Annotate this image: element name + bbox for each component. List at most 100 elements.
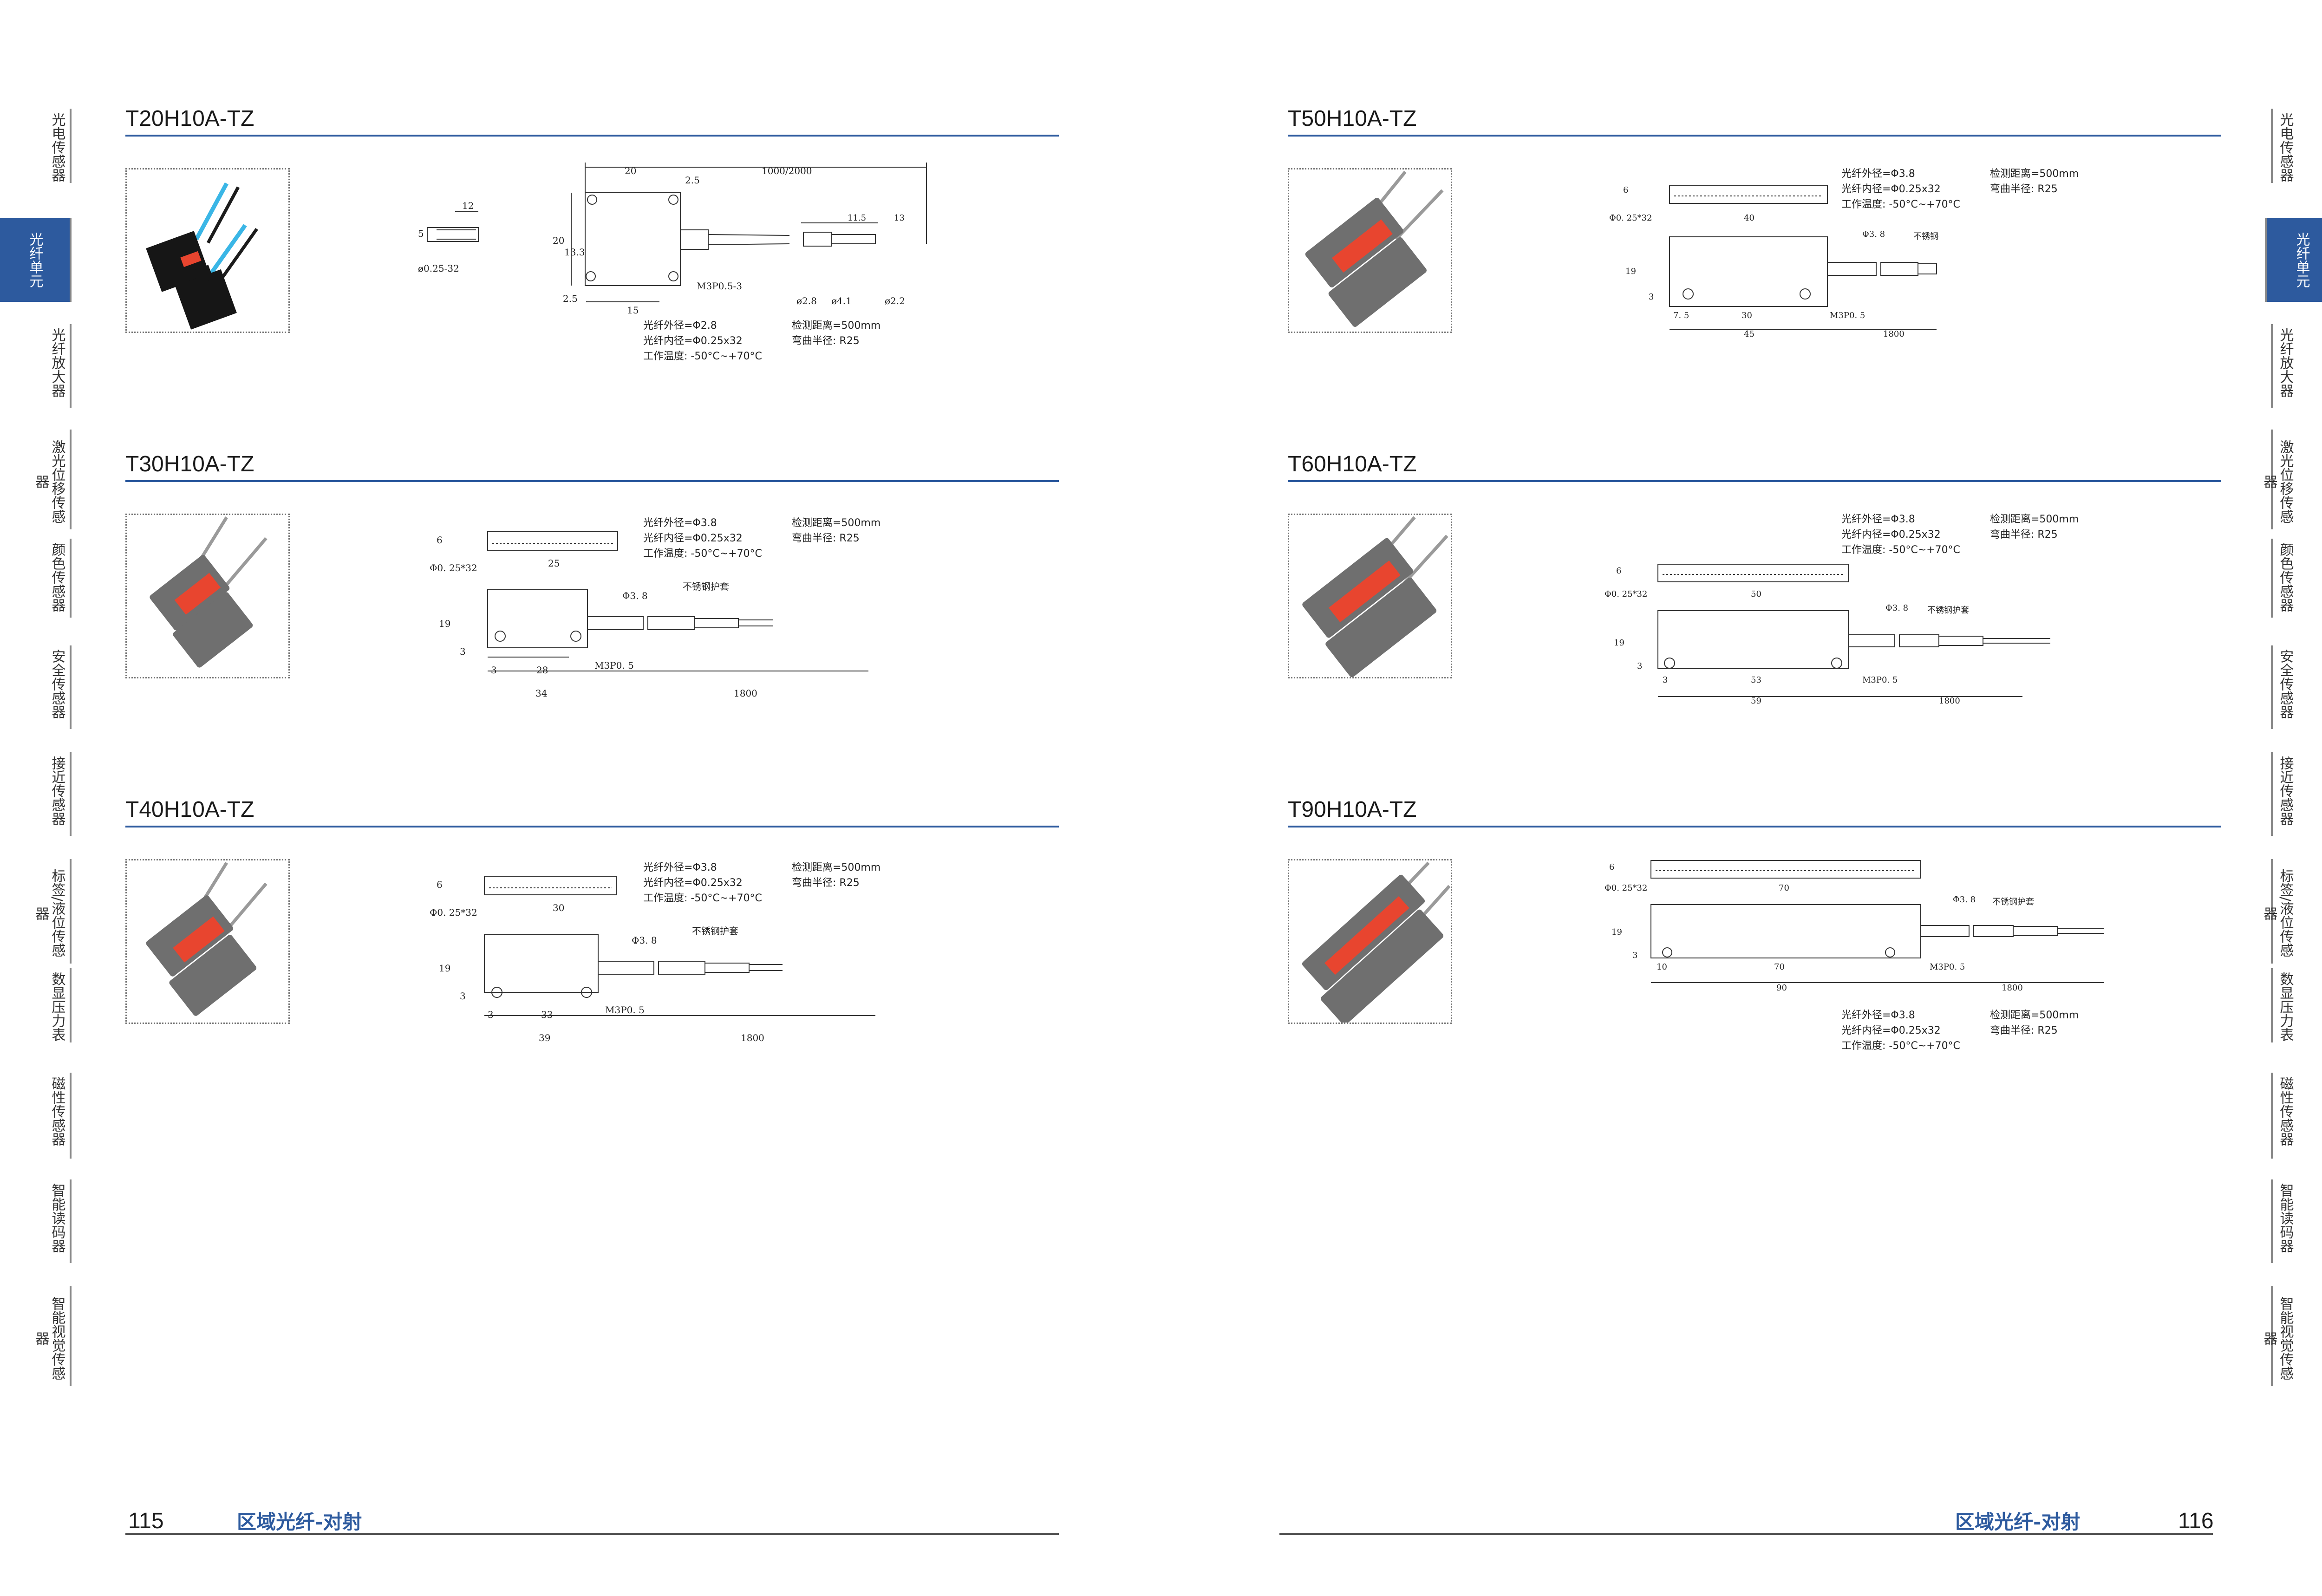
dim-15: 15 <box>627 305 639 316</box>
dim-p2-8: ø2.8 <box>796 295 817 306</box>
dim-sleeve: 不锈钢护套 <box>1927 606 1969 615</box>
sidebar-item-safety[interactable]: 安全传感器 <box>2271 645 2298 729</box>
dim-body: 34 <box>535 688 547 699</box>
product-title-t20: T20H10A-TZ <box>125 106 254 131</box>
sidebar-item-fiber-unit[interactable]: 光纤单元 <box>2265 218 2322 302</box>
dim-screw: M3P0. 5 <box>605 1004 645 1016</box>
dim-13-3: 13.3 <box>564 247 585 258</box>
dim-12: 12 <box>462 200 474 211</box>
product-photo-t30 <box>125 514 290 678</box>
sensor-photo-t40 <box>146 862 267 1016</box>
dim-body: 90 <box>1776 983 1787 993</box>
product-photo-t20 <box>125 168 290 333</box>
dim-h19: 19 <box>439 963 450 974</box>
dim-screw: M3P0. 5 <box>594 660 634 671</box>
sensor-photo-t20 <box>146 182 258 330</box>
dim-h20: 20 <box>553 235 564 246</box>
sidebar-item-laser[interactable]: 激光位移传感器 <box>2261 430 2298 529</box>
sidebar-item-barcode[interactable]: 智能读码器 <box>2271 1179 2298 1263</box>
sensor-photo-t30 <box>150 516 267 668</box>
dim-2-5b: 2.5 <box>563 293 578 304</box>
sidebar-item-laser[interactable]: 激光位移传感器 <box>33 430 72 529</box>
dim-d3: 7. 5 <box>1673 311 1689 320</box>
sidebar-item-safety[interactable]: 安全传感器 <box>45 645 72 729</box>
dim-h19: 19 <box>1625 267 1636 276</box>
product-photo-t90 <box>1288 859 1452 1025</box>
dim-screw: M3P0.5-3 <box>697 280 742 292</box>
product-title-t90: T90H10A-TZ <box>1288 797 1417 822</box>
dim-h6: 6 <box>1623 185 1628 195</box>
sidebar-item-color[interactable]: 颜色传感器 <box>45 539 72 618</box>
dim-h3: 3 <box>1632 951 1637 960</box>
dim-h19: 19 <box>1611 927 1622 937</box>
title-rule <box>125 480 1059 482</box>
dim-11-5: 11.5 <box>848 213 866 223</box>
dim-d3: 3 <box>1663 675 1668 685</box>
section-title-left: 区域光纤-对射 <box>237 1511 362 1533</box>
dim-cable: 1800 <box>734 688 757 699</box>
sidebar-item-vision[interactable]: 智能视觉传感器 <box>33 1286 72 1386</box>
sidebar-item-label-level[interactable]: 标签/液位传感器 <box>33 859 72 964</box>
sidebar-item-magnetic[interactable]: 磁性传感器 <box>2271 1073 2298 1159</box>
dim-h6: 6 <box>1616 566 1621 576</box>
product-photo-t60 <box>1288 514 1452 678</box>
sidebar-item-fiber-amplifier[interactable]: 光纤放大器 <box>2271 324 2298 408</box>
product-title-t60: T60H10A-TZ <box>1288 452 1417 476</box>
sidebar-item-vision[interactable]: 智能视觉传感器 <box>2261 1286 2298 1386</box>
sidebar-item-magnetic[interactable]: 磁性传感器 <box>45 1073 72 1159</box>
sidebar-item-pressure[interactable]: 数显压力表 <box>2271 968 2298 1042</box>
dim-len: 40 <box>1744 213 1755 223</box>
dim-dia: Φ3. 8 <box>1953 895 1976 905</box>
dim-h19: 19 <box>1614 638 1624 648</box>
product-photo-t50 <box>1288 168 1452 333</box>
dim-len: 70 <box>1779 883 1789 893</box>
sensor-photo-t50 <box>1305 170 1444 327</box>
page-number-right: 116 <box>2178 1509 2214 1533</box>
dim-h3: 3 <box>1649 292 1654 302</box>
dim-cable: 1800 <box>741 1032 764 1043</box>
dim-body: 39 <box>539 1032 550 1043</box>
dim-sleeve: 不锈钢护套 <box>1992 897 2034 907</box>
dim-screw: M3P0. 5 <box>1930 962 1965 972</box>
dim-pitch: 33 <box>541 1009 553 1020</box>
sensor-photo-t90 <box>1302 861 1451 1025</box>
sidebar-item-label-level[interactable]: 标签/液位传感器 <box>2261 859 2298 964</box>
product-title-t40: T40H10A-TZ <box>125 797 254 822</box>
dim-sleeve: 不锈钢护套 <box>692 925 738 937</box>
sidebar-item-fiber-amplifier[interactable]: 光纤放大器 <box>45 324 72 408</box>
sidebar-item-fiber-unit[interactable]: 光纤单元 <box>0 218 72 302</box>
dim-cable: 1800 <box>2002 983 2023 993</box>
product-title-t50: T50H10A-TZ <box>1288 106 1417 131</box>
dim-2-5a: 2.5 <box>685 175 700 186</box>
title-rule <box>125 826 1059 827</box>
dim-fiber: Φ0. 25*32 <box>1605 589 1647 599</box>
dim-5: 5 <box>418 228 424 239</box>
sidebar-item-photoelectric[interactable]: 光电传感器 <box>45 109 72 183</box>
dim-p4-1: ø4.1 <box>831 295 852 306</box>
sidebar-item-pressure[interactable]: 数显压力表 <box>45 968 72 1042</box>
dim-h3: 3 <box>460 646 466 657</box>
dim-screw: M3P0. 5 <box>1862 675 1898 685</box>
title-rule <box>125 135 1059 137</box>
sidebar-item-photoelectric[interactable]: 光电传感器 <box>2271 109 2298 183</box>
title-rule <box>1288 826 2221 827</box>
dim-h6: 6 <box>437 534 443 546</box>
product-photo-t40 <box>125 859 290 1024</box>
sensor-photo-t60 <box>1302 516 1448 677</box>
sidebar-item-proximity[interactable]: 接近传感器 <box>45 752 72 836</box>
dim-h6: 6 <box>1609 862 1614 872</box>
dim-sleeve: 不锈钢护套 <box>683 581 729 592</box>
dim-d3: 3 <box>491 664 497 676</box>
sidebar-item-barcode[interactable]: 智能读码器 <box>45 1179 72 1263</box>
dim-fiber: Φ0. 25*32 <box>430 562 477 573</box>
dimension-drawing-t20: 20 1000/2000 2.5 12 5 20 13.3 2.5 15 ø0.… <box>418 163 927 316</box>
dimension-drawing-t90: 6 Φ0. 25*32 70 19 3 Φ3. 8 不锈钢护套 10 70 M3… <box>1605 860 2104 993</box>
dimension-drawing-t30: 6 Φ0. 25*32 25 19 3 Φ3. 8 不锈钢护套 3 28 M3P… <box>430 531 868 699</box>
sidebar-item-color[interactable]: 颜色传感器 <box>2271 539 2298 618</box>
sidebar-item-proximity[interactable]: 接近传感器 <box>2271 752 2298 836</box>
